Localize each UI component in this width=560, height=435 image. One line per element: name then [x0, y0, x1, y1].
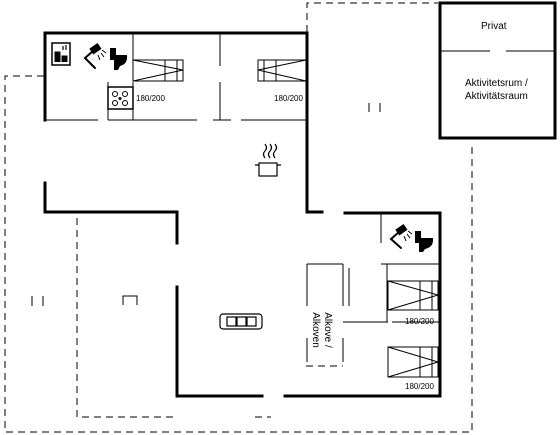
bed-3: [387, 280, 440, 311]
sauna-icon: [51, 42, 71, 66]
bed-2-size-label: 180/200: [274, 94, 303, 103]
exterior-walls: [43, 1, 557, 398]
room-label-private: Privat: [481, 21, 507, 32]
shower-icon: [389, 223, 413, 249]
terrace-outline: [4, 2, 473, 433]
room-label-activity-line2: Aktivitätsraum: [465, 91, 528, 102]
room-label-activity-line1: Aktivitetsrum /: [465, 78, 528, 89]
bed-1: [132, 59, 184, 82]
toilet-icon: [415, 231, 434, 252]
room-label-alcove-line2: Alkoven: [310, 312, 321, 348]
shower-icon: [83, 42, 107, 69]
sofa-icon: [219, 313, 263, 330]
bed-3-size-label: 180/200: [405, 317, 434, 326]
room-label-alcove-line1: Alkove /: [322, 312, 333, 348]
toilet-icon: [110, 48, 128, 70]
door-markers: [31, 103, 381, 306]
interior-walls: [45, 33, 555, 362]
cooking-pot-icon: [255, 143, 281, 177]
bed-4: [387, 346, 440, 378]
bed-4-size-label: 180/200: [405, 382, 434, 391]
bed-2: [257, 59, 307, 82]
bed-1-size-label: 180/200: [136, 94, 165, 103]
stove-icon: [107, 86, 134, 110]
